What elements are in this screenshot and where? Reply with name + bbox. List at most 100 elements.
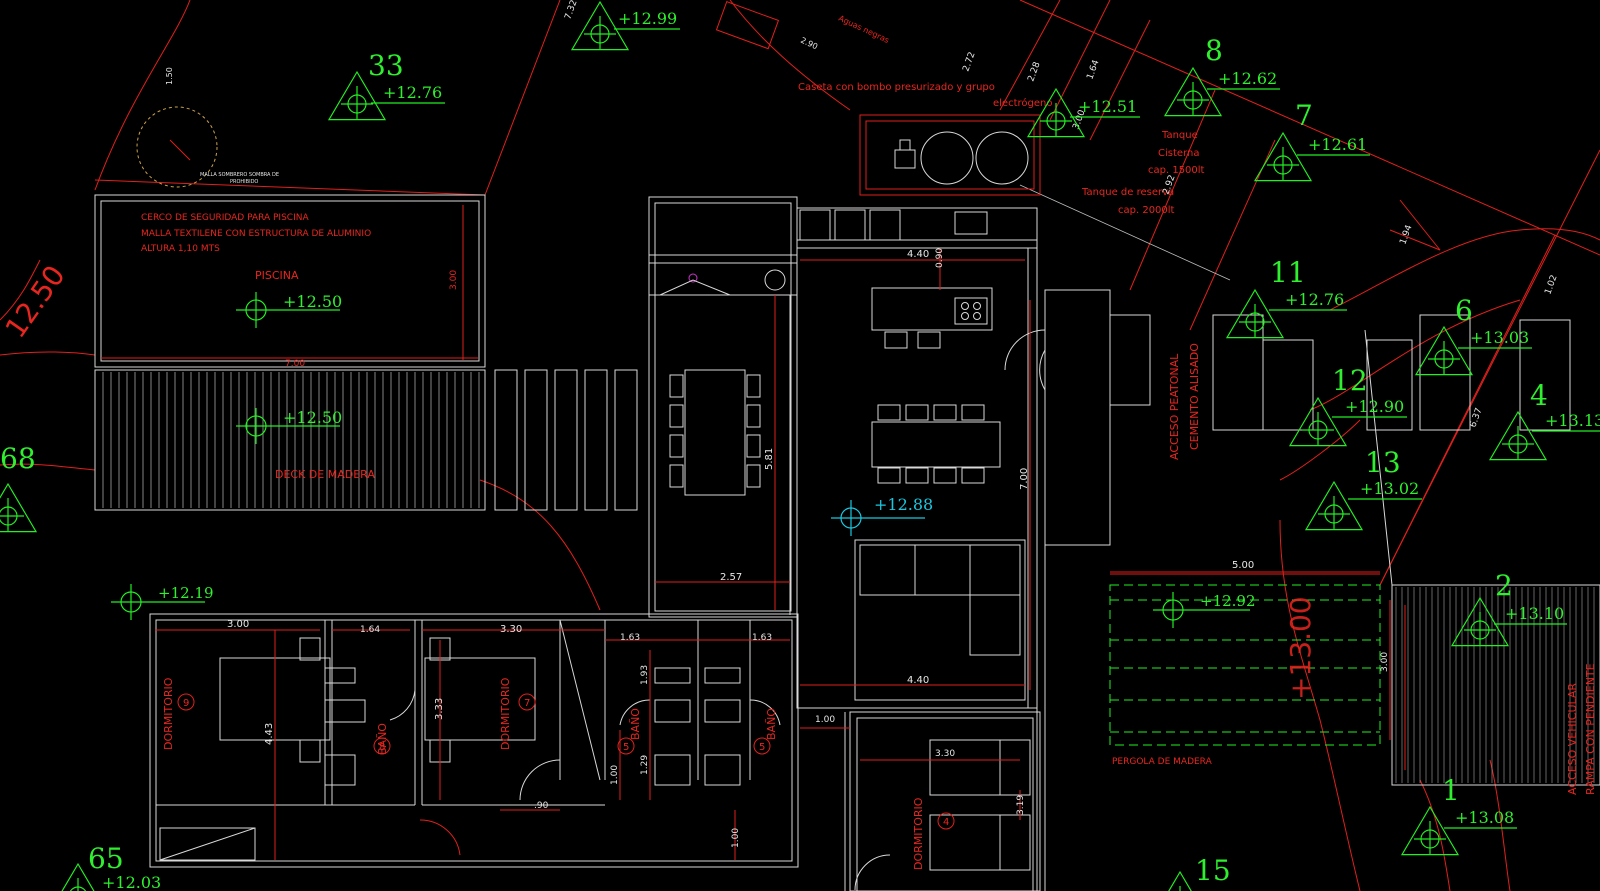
survey-level-text: +12.51	[1078, 97, 1137, 116]
survey-id-text: 4	[1530, 379, 1548, 412]
level-pool-text: +12.50	[283, 292, 342, 311]
survey-id-text: 8	[1205, 34, 1223, 67]
dim-pergola-w: 5.00	[1232, 560, 1254, 571]
tree-note-1: MALLA SOMBRERO SOMBRA DE	[200, 172, 279, 178]
survey-level-text: +12.61	[1308, 135, 1367, 154]
big-level-label: +13.00	[1284, 596, 1317, 700]
level-mark-pool: +12.50	[236, 292, 342, 328]
dim-bath-h3: 1.00	[610, 765, 620, 785]
cistern-note-2: Cisterna	[1158, 148, 1199, 159]
survey-point-level-13: +12.99	[570, 0, 680, 51]
room-5a-number: 5	[623, 742, 629, 753]
survey-point-15: 15	[1168, 854, 1231, 891]
vehicle-ramp: ACCESO VEHICULAR RAMPA CON PENDIENTE	[1391, 584, 1600, 795]
tree-dim: 1.50	[165, 67, 174, 85]
survey-id-text: 68	[0, 442, 36, 475]
room-7-number: 7	[524, 698, 530, 709]
room-labels: DORMITORIO 9 BAÑO 8 DORMITORIO 7 BAÑO 5 …	[162, 677, 955, 870]
dim-292: 2.92	[1161, 174, 1177, 196]
room-9-label: DORMITORIO	[162, 677, 175, 750]
dim-dining-len: 5.81	[764, 448, 775, 470]
level-yard-text: +12.19	[158, 584, 214, 602]
pergola: PERGOLA DE MADERA +13.00	[1109, 571, 1381, 767]
pool-fence-note-2: MALLA TEXTILENE CON ESTRUCTURA DE ALUMIN…	[141, 229, 371, 239]
dim-164: 1.64	[1085, 59, 1101, 82]
pool-label: PISCINA	[255, 269, 299, 282]
survey-point-2: +13.102	[1450, 569, 1567, 647]
pool-depth-dim: 3.00	[449, 270, 459, 290]
survey-level-text: +13.10	[1505, 604, 1564, 623]
room-5b-label: BAÑO	[765, 708, 778, 740]
dim-272: 2.72	[961, 51, 977, 73]
survey-level-text: +12.03	[102, 873, 161, 891]
survey-level-text: +12.76	[1285, 290, 1344, 309]
pergola-label: PERGOLA DE MADERA	[1112, 757, 1213, 767]
survey-id-text: 1	[1442, 774, 1460, 807]
level-mark-deck: +12.50	[236, 408, 342, 444]
dim-732: 7.32	[563, 0, 579, 21]
survey-triangle-icon	[61, 862, 95, 891]
deck-label: DECK DE MADERA	[275, 468, 375, 481]
reserve-note-2: cap. 2000lt	[1118, 205, 1175, 216]
cistern-note-1: Tanque	[1161, 130, 1198, 141]
dim-290: 2.90	[799, 36, 819, 52]
room-4-number: 4	[943, 817, 949, 828]
openings	[210, 450, 1038, 868]
survey-level-text: +13.08	[1455, 808, 1514, 827]
survey-point-level-14: +12.51	[1026, 87, 1140, 138]
survey-id-text: 65	[88, 842, 124, 875]
survey-point-68: 68	[0, 442, 38, 533]
vehicle-access-2: RAMPA CON PENDIENTE	[1584, 663, 1597, 795]
pedestrian-access-1: ACCESO PEATONAL	[1168, 353, 1181, 460]
survey-level-text: +12.76	[383, 83, 442, 102]
dim-room7-h: 3.33	[434, 698, 445, 720]
pool-fence-note-1: CERCO DE SEGURIDAD PARA PISCINA	[141, 213, 309, 223]
dim-637: 6.37	[1468, 407, 1484, 429]
pedestrian-access-2: CEMENTO ALISADO	[1188, 343, 1201, 450]
vehicle-access-1: ACCESO VEHICULAR	[1566, 683, 1579, 795]
pedestrian-access: ACCESO PEATONAL CEMENTO ALISADO	[1168, 314, 1571, 586]
dim-bath-h1: 1.93	[640, 665, 650, 685]
room-7-label: DORMITORIO	[499, 677, 512, 750]
survey-level-text: +12.90	[1345, 397, 1404, 416]
waters-note: Aguas negras	[837, 14, 890, 45]
dim-bath-a: 1.63	[620, 633, 640, 643]
survey-level-text: +12.62	[1218, 69, 1277, 88]
dim-corr: 1.00	[815, 715, 835, 725]
survey-id-text: 33	[368, 49, 404, 82]
dim-corr-v: 1.00	[731, 828, 741, 848]
tree-note-2: PROHIBIDO	[230, 179, 258, 185]
dim-kitchen-d: 0.90	[935, 248, 945, 268]
dim-room9-w: 3.00	[227, 619, 249, 630]
reserve-note-1: Tanque de reserva	[1081, 187, 1174, 198]
dim-194: 1.94	[1398, 224, 1414, 247]
room-8-number: 8	[379, 742, 385, 753]
dim-room4-w: 3.30	[935, 749, 955, 759]
survey-id-text: 15	[1195, 854, 1231, 887]
level-pergola-text: +12.92	[1200, 592, 1256, 610]
level-marks: +12.50 +12.50 +12.88 +12.19 +12.92	[111, 292, 1256, 628]
dim-kitchen-w: 4.40	[907, 249, 929, 260]
survey-id-text: 11	[1270, 256, 1306, 289]
room-5b-number: 5	[759, 742, 765, 753]
survey-level-text: +13.02	[1360, 479, 1419, 498]
survey-id-text: 7	[1295, 99, 1313, 132]
level-mark-pergola: +12.92	[1153, 592, 1256, 628]
pool-fence-note-3: ALTURA 1,10 MTS	[141, 244, 220, 254]
survey-point-4: +13.134	[1488, 379, 1600, 461]
survey-point-6: +13.036	[1414, 294, 1532, 376]
dim-living-w: 4.40	[907, 675, 929, 686]
survey-id-text: 13	[1365, 446, 1401, 479]
survey-level-text: +13.13	[1545, 411, 1600, 430]
survey-point-1: +13.081	[1400, 774, 1517, 856]
dim-bath-b: 1.63	[752, 633, 772, 643]
dim-room9-h: 4.43	[264, 723, 275, 745]
dim-dining-w: 2.57	[720, 572, 742, 583]
room-4-label: DORMITORIO	[912, 797, 925, 870]
